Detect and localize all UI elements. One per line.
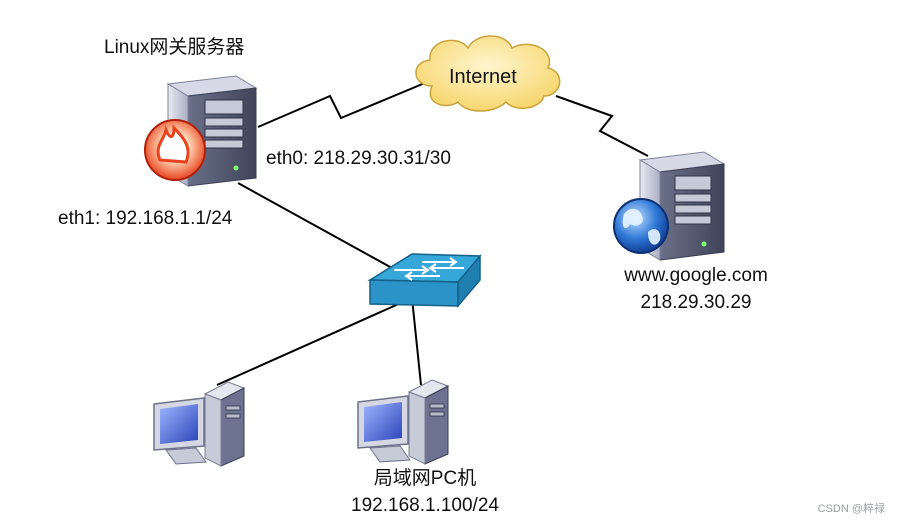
- link-switch-pc1: [216, 297, 413, 386]
- desktop-pc-icon: [153, 381, 246, 467]
- watermark: CSDN @粹禄: [817, 503, 885, 515]
- link-switch-pc2: [411, 297, 422, 386]
- link-gateway-internet: [257, 79, 433, 128]
- internet-label: Internet: [449, 66, 517, 88]
- desktop-pc-icon: [357, 379, 450, 465]
- firewall-server-icon: [144, 75, 258, 187]
- gateway-eth0-label: eth0: 218.29.30.31/30: [266, 148, 451, 169]
- link-gateway-switch: [237, 182, 393, 269]
- globe-server-icon: [613, 151, 726, 261]
- connections: [216, 79, 649, 386]
- link-internet-webserver: [555, 95, 649, 157]
- lan-pc-label: 局域网PC机: [373, 468, 477, 489]
- gateway-title: Linux网关服务器: [104, 37, 245, 58]
- lan-pc-ip-label: 192.168.1.100/24: [351, 495, 499, 516]
- cloud-icon: [415, 35, 561, 112]
- webserver-ip-label: 218.29.30.29: [640, 292, 752, 313]
- network-switch-icon: [367, 253, 482, 309]
- webserver-host-label: www.google.com: [624, 265, 768, 286]
- gateway-eth1-label: eth1: 192.168.1.1/24: [58, 208, 233, 229]
